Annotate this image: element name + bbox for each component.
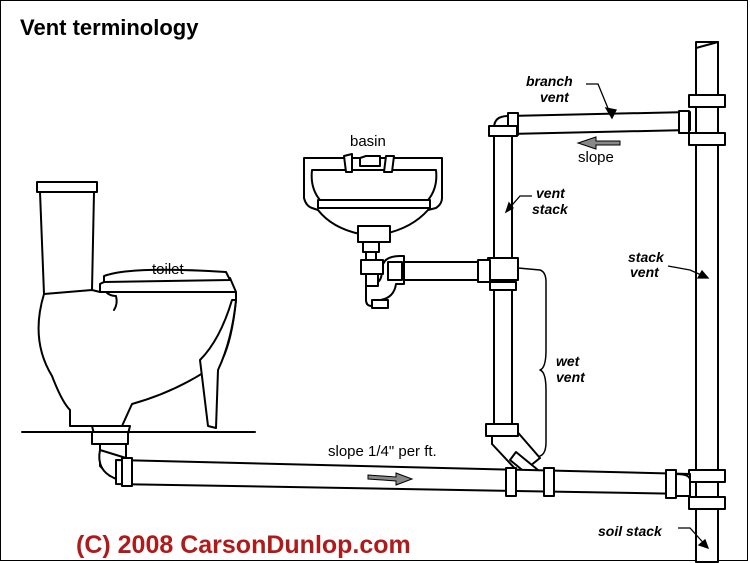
basin-label: basin [350,133,386,150]
wet-vent-bracket [517,267,547,457]
soil-stack-label: soil stack [598,523,662,539]
stack-vent-label-line1: stack [628,249,664,265]
vent-stack-pipe [487,125,519,431]
soil-stack-pipe [688,41,726,563]
wet-vent-label-line2: vent [556,369,585,385]
toilet-fixture [36,181,237,435]
slope-label-bottom: slope 1/4" per ft. [328,443,437,460]
stack-vent-label-line2: vent [630,264,659,280]
toilet-label: toilet [152,261,184,278]
copyright-notice: (C) 2008 CarsonDunlop.com [76,531,411,559]
basin-fixture [303,153,443,243]
branch-vent-pipe [493,110,691,141]
slope-arrow-bottom [367,472,414,486]
branch-vent-label-line2: vent [540,89,569,105]
vent-stack-label-line1: vent [536,185,565,201]
branch-vent-leader [586,83,613,119]
slope-label-top: slope [578,149,614,166]
basin-trap-arm [365,255,491,309]
page-title: Vent terminology [20,15,199,40]
slope-arrow-top [576,136,621,150]
toilet-drain [91,431,129,483]
vent-stack-label-line2: stack [532,201,568,217]
branch-vent-label-line1: branch [526,73,573,89]
soil-stack-leader [678,527,709,549]
wet-vent-label-line1: wet [556,353,580,369]
